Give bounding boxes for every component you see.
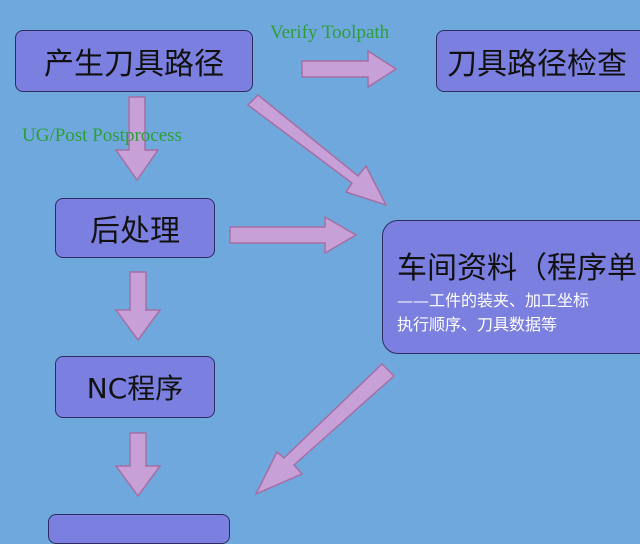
post-processing-box: 后处理	[55, 198, 215, 258]
workshop-docs-title: 车间资料（程序单	[397, 251, 637, 286]
arrow-to-post	[114, 96, 160, 182]
arrow-post-to-docs	[229, 215, 358, 255]
nc-program-box: NC程序	[55, 356, 215, 418]
workshop-docs-line1: ——工件的装夹、加工坐标	[397, 291, 590, 310]
arrow-nc-to-next	[114, 432, 162, 498]
arrow-generate-to-docs	[246, 93, 388, 207]
arrow-docs-to-bottom	[254, 362, 396, 496]
post-processing-label: 后处理	[90, 214, 180, 249]
generate-toolpath-box: 产生刀具路径	[15, 30, 253, 92]
generate-toolpath-label: 产生刀具路径	[44, 47, 224, 82]
postprocess-label: UG/Post Postprocess	[22, 125, 182, 146]
check-toolpath-box: 刀具路径检查	[436, 30, 640, 92]
workshop-docs-box: 车间资料（程序单 ——工件的装夹、加工坐标 执行顺序、刀具数据等	[382, 220, 640, 354]
verify-toolpath-label: Verify Toolpath	[270, 22, 390, 43]
arrow-post-to-nc	[114, 271, 162, 342]
arrows-layer	[114, 49, 398, 498]
arrow-to-check	[301, 49, 398, 89]
workshop-docs-line2: 执行顺序、刀具数据等	[397, 315, 558, 334]
nc-program-label: NC程序	[86, 372, 184, 405]
bottom-box	[48, 514, 230, 544]
check-toolpath-label: 刀具路径检查	[447, 47, 627, 82]
